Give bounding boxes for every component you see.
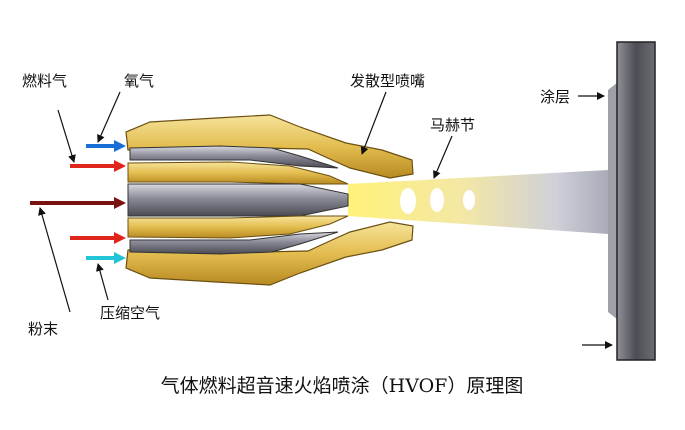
powder-arrow <box>30 197 126 209</box>
mach-diamond <box>400 188 416 214</box>
mach-diamond <box>463 190 475 210</box>
nozzle <box>125 114 414 286</box>
oxygen-arrow <box>86 140 126 152</box>
lower-inner-band <box>127 215 349 239</box>
label-divergent-nozzle: 发散型喷嘴 <box>350 72 425 90</box>
compressed-air-arrow <box>86 252 126 264</box>
mach-diamond <box>430 188 444 212</box>
oxygen-leader <box>97 91 121 143</box>
label-compressed-air: 压缩空气 <box>100 304 160 322</box>
label-coating: 涂层 <box>540 88 570 106</box>
substrate <box>608 41 656 361</box>
nozzle-leader <box>360 91 387 155</box>
fuel-gas-arrow-lower <box>70 232 126 244</box>
spray-jet <box>348 170 608 234</box>
lower-gas-channel <box>129 231 339 255</box>
fuel-gas-arrow <box>70 160 126 172</box>
powder-leader <box>38 207 71 313</box>
upper-gas-channel <box>129 145 339 169</box>
air-leader <box>96 263 109 301</box>
upper-inner-band <box>127 161 349 185</box>
label-powder: 粉末 <box>28 320 58 338</box>
label-fuel-gas: 燃料气 <box>22 72 67 90</box>
coating-layer <box>608 82 618 320</box>
powder-tube <box>127 183 349 217</box>
label-mach-diamonds: 马赫节 <box>430 116 475 134</box>
label-oxygen: 氧气 <box>124 72 154 90</box>
mach-leader <box>433 135 453 179</box>
fuel-gas-leader <box>57 109 76 163</box>
leader-lines <box>38 91 613 349</box>
input-arrows <box>30 140 126 264</box>
diagram-caption: 气体燃料超音速火焰喷涂（HVOF）原理图 <box>161 375 524 397</box>
